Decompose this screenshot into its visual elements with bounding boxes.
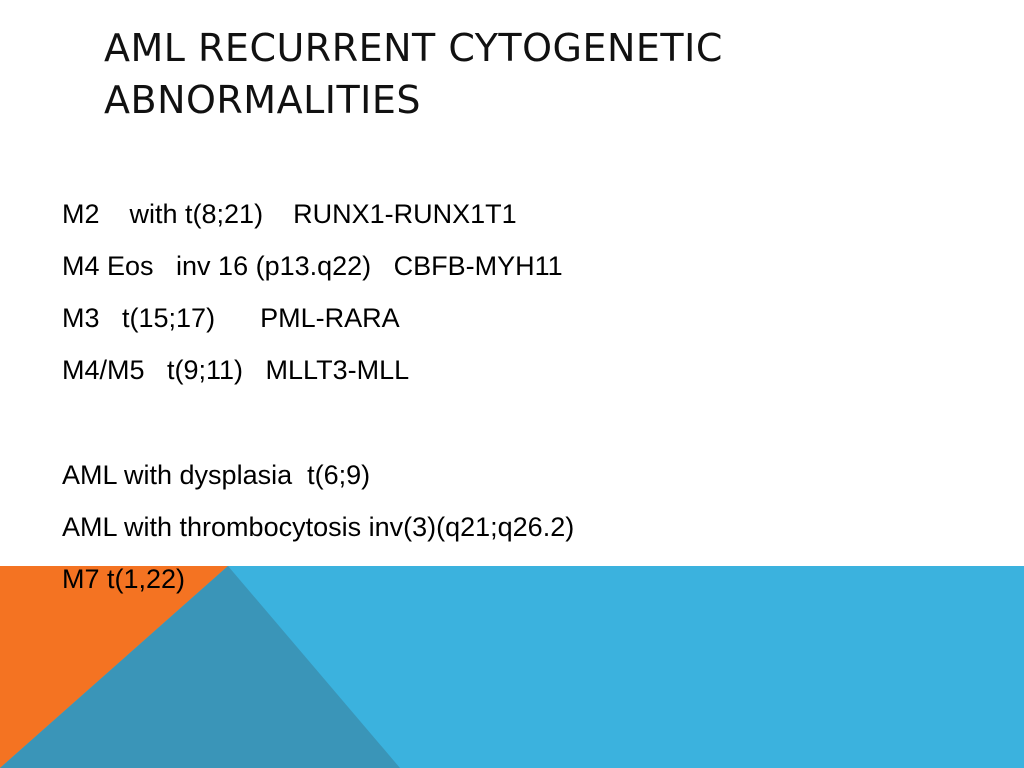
abnormality-line-m4-eos: M4 Eos inv 16 (p13.q22) CBFB-MYH11 [62, 251, 563, 281]
abnormality-line-m7: M7 t(1,22) [62, 564, 186, 594]
slide-title: AML RECURRENT CYTOGENETIC ABNORMALITIES [104, 22, 984, 126]
abnormality-line-m3: M3 t(15;17) PML-RARA [62, 303, 400, 333]
abnormality-line-thrombocytosis: AML with thrombocytosis inv(3)(q21;q26.2… [62, 512, 575, 542]
title-line-1: AML RECURRENT CYTOGENETIC [104, 26, 723, 70]
abnormality-line-m4-m5: M4/M5 t(9;11) MLLT3-MLL [62, 355, 410, 385]
title-line-2: ABNORMALITIES [104, 78, 422, 122]
abnormality-line-m2: M2 with t(8;21) RUNX1-RUNX1T1 [62, 199, 517, 229]
abnormality-line-dysplasia: AML with dysplasia t(6;9) [62, 460, 371, 490]
dark-blue-triangle [0, 566, 400, 768]
